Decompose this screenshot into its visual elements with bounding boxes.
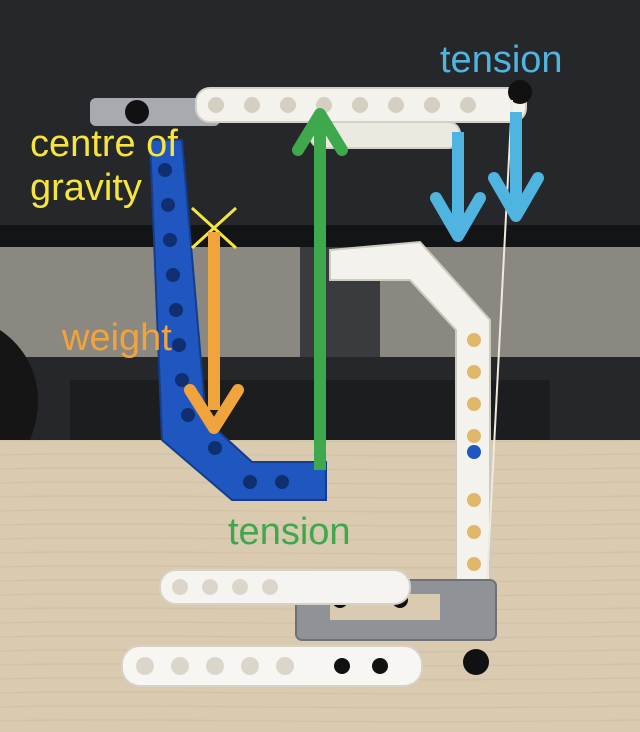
black-pin-front xyxy=(334,658,350,674)
centre-of-gravity-cross-icon xyxy=(190,206,238,250)
blue-pin xyxy=(467,445,481,459)
weight-arrow xyxy=(184,232,244,434)
tension-label-top: tension xyxy=(440,39,563,81)
white-beam-holes xyxy=(467,333,481,571)
centre-of-gravity-label: centre of gravity xyxy=(30,123,178,209)
top-beam-holes xyxy=(208,97,476,113)
white-base-beam-front xyxy=(121,645,423,687)
base-beam-holes xyxy=(136,579,294,675)
black-pin-front xyxy=(372,658,388,674)
grey-top-beam xyxy=(90,98,220,126)
tension-arrow-blue-right xyxy=(488,112,544,222)
blue-beam-holes xyxy=(158,163,289,489)
tension-arrow-green xyxy=(292,108,348,470)
tension-label-bottom: tension xyxy=(228,511,351,553)
weight-label: weight xyxy=(62,317,172,359)
black-pin xyxy=(125,100,149,124)
black-pin-base-front xyxy=(463,649,489,675)
white-base-beam-back xyxy=(159,569,411,605)
tension-arrow-blue-left xyxy=(430,132,486,242)
black-pin-top-right xyxy=(508,80,532,104)
